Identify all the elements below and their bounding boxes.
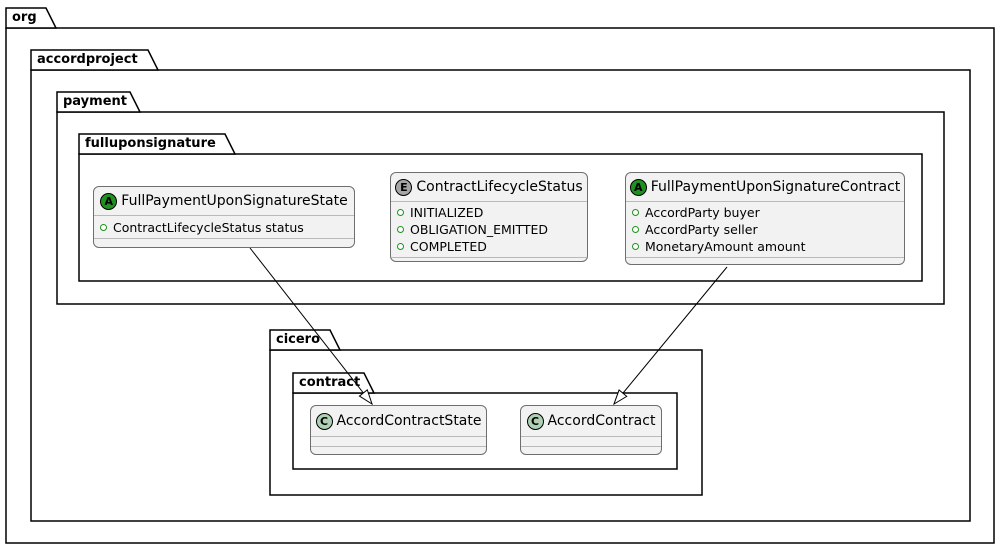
enum-value-row: OBLIGATION_EMITTED: [391, 221, 587, 238]
methods-compartment: [94, 238, 354, 247]
class-name: FullPaymentUponSignatureContract: [650, 179, 901, 195]
attributes-compartment: ContractLifecycleStatus status: [94, 215, 354, 238]
enum-value-text: INITIALIZED: [410, 205, 484, 220]
attributes-compartment: [521, 436, 661, 446]
attributes-compartment: [311, 436, 486, 446]
package-label-payment: payment: [63, 94, 127, 109]
attribute-row: AccordParty buyer: [626, 204, 904, 221]
methods-compartment: [391, 257, 587, 261]
field-visibility-icon: [100, 223, 107, 231]
enum-contractlifecyclestatus: E ContractLifecycleStatus INITIALIZED OB…: [390, 172, 588, 262]
attributes-compartment: AccordParty buyer AccordParty seller Mon…: [626, 201, 904, 257]
class-accordcontractstate: C AccordContractState: [310, 405, 487, 455]
package-label-fulluponsignature: fulluponsignature: [85, 136, 216, 151]
package-label-contract: contract: [299, 375, 361, 390]
package-label-org: org: [12, 10, 37, 25]
field-visibility-icon: [397, 226, 404, 233]
enum-title: E ContractLifecycleStatus: [391, 173, 587, 201]
methods-compartment: [311, 446, 486, 454]
abstract-badge-icon: A: [629, 178, 647, 196]
field-visibility-icon: [632, 243, 639, 250]
attribute-text: ContractLifecycleStatus status: [113, 219, 304, 235]
enum-values-compartment: INITIALIZED OBLIGATION_EMITTED COMPLETED: [391, 201, 587, 257]
class-badge-icon: C: [315, 412, 333, 430]
enum-value-row: COMPLETED: [391, 238, 587, 255]
class-title: C AccordContract: [521, 406, 661, 436]
package-label-cicero: cicero: [276, 332, 321, 347]
enum-value-text: OBLIGATION_EMITTED: [410, 222, 549, 237]
class-name: AccordContractState: [336, 413, 482, 429]
field-visibility-icon: [632, 226, 639, 233]
field-visibility-icon: [632, 209, 639, 216]
attribute-text: MonetaryAmount amount: [645, 239, 806, 254]
class-badge-icon: C: [526, 412, 544, 430]
class-title: A FullPaymentUponSignatureState: [94, 187, 354, 215]
attribute-row: AccordParty seller: [626, 221, 904, 238]
attribute-text: AccordParty buyer: [645, 205, 760, 220]
class-title: C AccordContractState: [311, 406, 486, 436]
attribute-text: AccordParty seller: [645, 222, 758, 237]
class-name: FullPaymentUponSignatureState: [121, 193, 348, 209]
class-fullpaymentuponsignaturecontract: A FullPaymentUponSignatureContract Accor…: [625, 172, 905, 265]
inheritance-arrow-contract: [613, 266, 728, 406]
class-name: AccordContract: [547, 413, 656, 429]
enum-name: ContractLifecycleStatus: [416, 179, 583, 195]
enum-value-row: INITIALIZED: [391, 204, 587, 221]
class-accordcontract: C AccordContract: [520, 405, 662, 455]
attribute-row: ContractLifecycleStatus status: [94, 219, 354, 236]
abstract-badge-icon: A: [100, 192, 118, 210]
class-fullpaymentuponsignaturestate: A FullPaymentUponSignatureState Contract…: [93, 186, 355, 248]
methods-compartment: [626, 257, 904, 264]
enum-badge-icon: E: [395, 178, 413, 196]
field-visibility-icon: [397, 243, 404, 250]
field-visibility-icon: [397, 209, 404, 216]
attribute-row: MonetaryAmount amount: [626, 238, 904, 255]
enum-value-text: COMPLETED: [410, 239, 487, 254]
methods-compartment: [521, 446, 661, 454]
inheritance-arrow-state: [249, 247, 373, 406]
package-label-accordproject: accordproject: [37, 52, 138, 67]
class-title: A FullPaymentUponSignatureContract: [626, 173, 904, 201]
